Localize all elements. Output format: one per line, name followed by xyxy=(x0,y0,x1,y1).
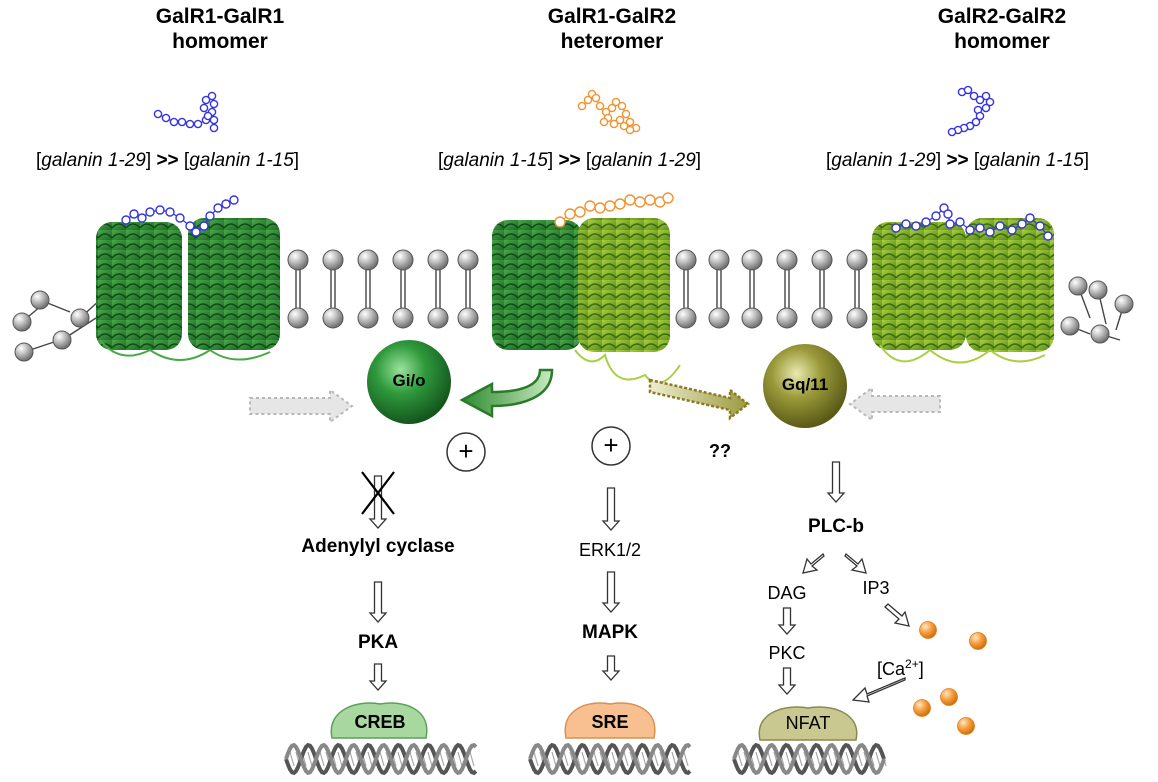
plus-sign-middle: + xyxy=(603,430,619,460)
unknown-marker: ?? xyxy=(709,441,731,461)
arrow-galr1-to-gio xyxy=(249,388,354,424)
dna-creb xyxy=(284,742,478,776)
pka-label: PKA xyxy=(357,632,399,653)
arrow-plus-to-erk xyxy=(601,487,621,531)
nfat-blob xyxy=(758,706,858,741)
plcb-label: PLC-b xyxy=(808,516,864,537)
arrow-pkc-to-nfat xyxy=(777,667,797,695)
dna-nfat xyxy=(732,742,887,776)
dag-label: DAG xyxy=(767,583,807,603)
loose-lipid xyxy=(14,339,61,362)
sre-label: SRE xyxy=(591,712,629,732)
lipid-pair xyxy=(427,249,449,329)
plus-sign-left: + xyxy=(458,436,474,466)
loose-lipids xyxy=(12,276,1134,362)
mapk-label: MAPK xyxy=(582,622,638,643)
ligand-order-left: [galanin 1-29] >> [galanin 1-15] xyxy=(36,150,300,171)
loose-lipid xyxy=(1114,294,1134,331)
arrow-heteromer-to-gq xyxy=(648,378,751,421)
ligand-chains xyxy=(121,85,1053,241)
sre-blob xyxy=(564,702,656,739)
loose-lipid xyxy=(1068,276,1091,319)
calcium-ion xyxy=(913,699,931,717)
ligand-galanin-left xyxy=(153,91,219,133)
calcium-ion xyxy=(940,688,958,706)
bound-ligand-left xyxy=(121,195,239,237)
arrow-gio-to-adenylyl-cyclase xyxy=(368,475,388,529)
lipid-pair xyxy=(811,249,833,329)
gio-sphere xyxy=(367,340,451,424)
ip3-label: IP3 xyxy=(862,578,890,598)
calcium-ion xyxy=(957,717,975,735)
adenylyl-cyclase-label: Adenylyl cyclase xyxy=(301,536,455,557)
loose-lipid xyxy=(52,317,97,350)
plus-circle-left xyxy=(446,432,486,472)
loose-lipid xyxy=(1090,324,1121,344)
pathway-diagonal-arrows xyxy=(802,552,910,703)
arrow-galr2-to-gq xyxy=(848,386,941,422)
title-galr1-homomer: GalR1-GalR1 homomer xyxy=(155,5,285,53)
lipid-pair xyxy=(776,249,798,329)
arrow-heteromer-to-gio xyxy=(459,368,554,419)
calcium-ions xyxy=(913,621,987,735)
ligand-galanin-middle xyxy=(577,89,641,135)
receptor-galr1-homomer xyxy=(96,218,280,361)
creb-label: CREB xyxy=(354,712,406,732)
receptor-galr1-galr2-heteromer xyxy=(492,218,681,384)
ligand-order-middle: [galanin 1-15] >> [galanin 1-29] xyxy=(438,150,702,171)
bound-ligand-right xyxy=(891,203,1053,241)
lipid-pair xyxy=(357,249,379,329)
pkc-label: PKC xyxy=(768,643,806,663)
lipid-pair xyxy=(741,249,763,329)
lipid-pair xyxy=(392,249,414,329)
ligand-order-right: [galanin 1-29] >> [galanin 1-15] xyxy=(826,150,1090,171)
lipid-pair xyxy=(675,249,697,329)
gio-label: Gi/o xyxy=(392,371,426,390)
membrane-lipid-bilayer xyxy=(287,249,868,329)
lipid-pair xyxy=(457,249,479,329)
ligand-galanin-right xyxy=(947,85,995,137)
calcium-ion xyxy=(969,632,987,650)
loose-lipid xyxy=(30,290,71,313)
loose-lipid xyxy=(1060,316,1091,336)
arrow-pka-to-creb xyxy=(368,663,388,691)
lipid-pair xyxy=(287,249,309,329)
gq11-label: Gq/11 xyxy=(781,375,829,394)
pathway-arrows xyxy=(368,461,846,695)
gq11-sphere xyxy=(763,344,847,428)
title-heteromer: GalR1-GalR2 heteromer xyxy=(547,5,677,53)
arrow-mapk-to-sre xyxy=(601,655,621,681)
nfat-label: NFAT xyxy=(785,713,831,733)
receptor-galr2-homomer xyxy=(872,218,1054,364)
lipid-pair xyxy=(708,249,730,329)
dna-strands xyxy=(284,742,887,776)
bound-ligand-middle xyxy=(554,192,674,228)
loose-lipid xyxy=(70,299,101,328)
arrow-dag-to-pkc xyxy=(777,607,797,635)
title-galr2-homomer: GalR2-GalR2 homomer xyxy=(937,5,1067,53)
arrow-erk-to-mapk xyxy=(601,571,621,613)
creb-blob xyxy=(330,702,428,739)
lipid-pair xyxy=(846,249,868,329)
arrow-gq-to-plcb xyxy=(826,461,846,503)
plus-circle-middle xyxy=(591,426,631,466)
calcium-ion xyxy=(919,621,937,639)
dna-sre xyxy=(528,742,692,776)
arrow-adenylyl-to-pka xyxy=(368,581,388,623)
erk12-label: ERK1/2 xyxy=(578,540,642,560)
loose-lipid xyxy=(1088,280,1108,325)
calcium-label: [Ca2+] xyxy=(877,657,924,679)
inhibition-cross xyxy=(361,471,395,515)
lipid-pair xyxy=(322,249,344,329)
